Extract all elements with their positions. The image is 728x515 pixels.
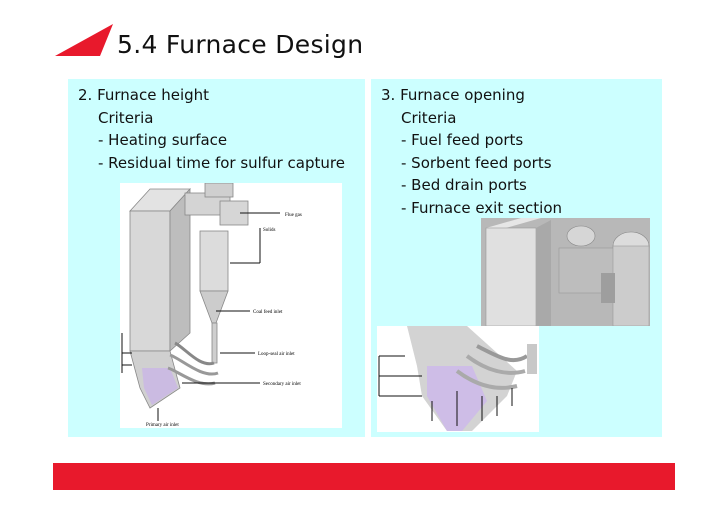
loop-seal-label: Loop-seal air inlet: [258, 352, 295, 357]
coal-feed-label: Coal feed inlet: [253, 310, 283, 315]
left-criteria-item: - Heating surface: [98, 131, 228, 149]
left-criteria-label: Criteria: [98, 108, 154, 127]
secondary-air-label: Secondary air inlet: [263, 382, 301, 387]
slide-title: 5.4 Furnace Design: [117, 30, 364, 59]
right-criteria-label: Criteria: [401, 108, 457, 127]
solids-label: Solids: [263, 228, 276, 233]
right-criteria-item: - Fuel feed ports: [401, 131, 524, 149]
left-criteria-item: - Residual time for sulfur capture: [98, 153, 345, 172]
left-panel-text: 2. Furnace height Criteria - Heating sur…: [78, 84, 345, 174]
right-criteria-item: - Bed drain ports: [401, 176, 527, 194]
furnace-ports-illustration: [377, 326, 539, 432]
right-panel-heading: 3. Furnace opening: [381, 86, 525, 104]
cfb-boiler-diagram: Flue gas Solids Coal feed inlet Loop-sea…: [120, 182, 342, 428]
right-panel-text: 3. Furnace opening Criteria - Fuel feed …: [381, 84, 562, 219]
left-panel-heading: 2. Furnace height: [78, 86, 210, 104]
furnace-exit-illustration: [481, 218, 650, 327]
primary-air-label: Primary air inlet: [146, 423, 179, 428]
footer-accent-bar: [53, 463, 675, 490]
flue-gas-label: Flue gas: [285, 213, 302, 218]
right-criteria-item: - Sorbent feed ports: [401, 153, 552, 172]
right-criteria-item: - Furnace exit section: [401, 198, 563, 217]
